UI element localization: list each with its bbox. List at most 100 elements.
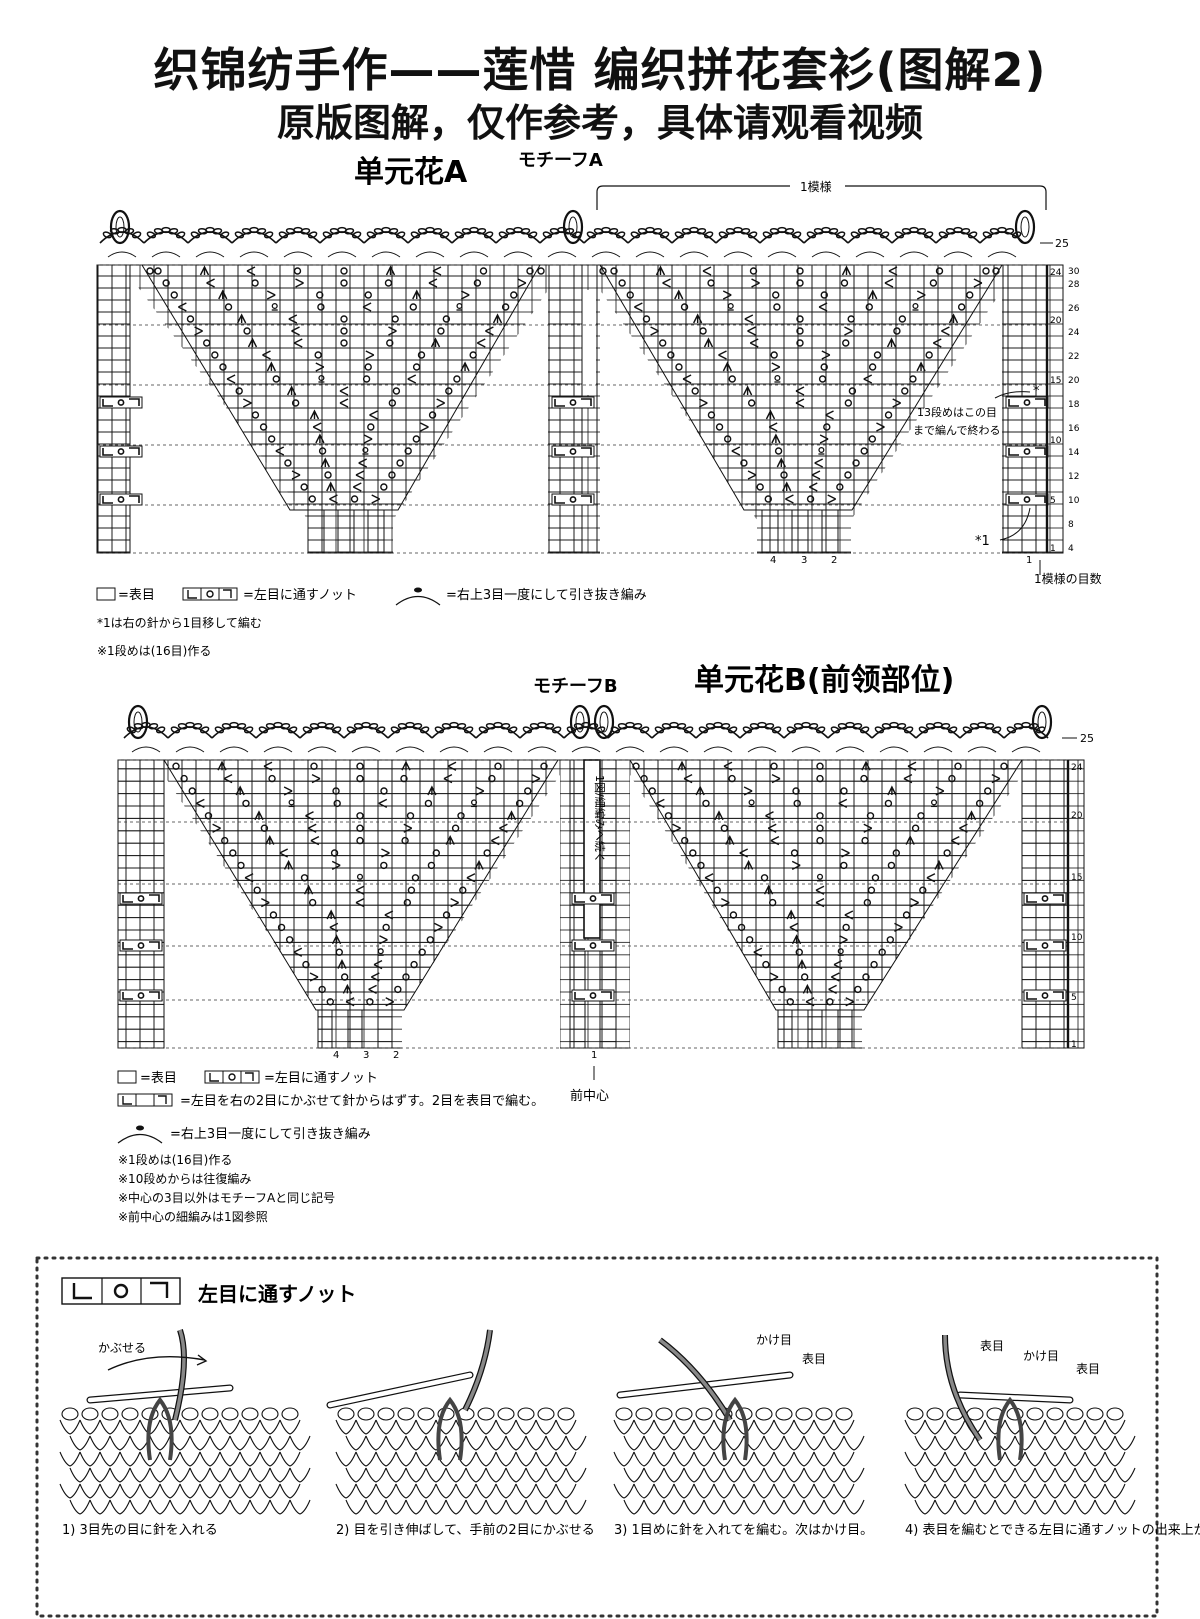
double-decrease-symbol [412,289,422,300]
label-knit-3: 表目 [802,1352,826,1366]
decrease-right-symbol [751,278,760,288]
chain-stitch [742,726,753,734]
double-decrease-symbol [677,760,687,771]
yarn-over-symbol [868,363,877,371]
decrease-right-symbol [721,897,730,908]
decrease-left-symbol [371,972,380,982]
decrease-left-symbol [368,984,377,995]
yarn-over-symbol [1000,762,1008,770]
yarn-over-symbol [267,435,276,443]
double-decrease-symbol [254,810,264,821]
chain-stitch [727,726,738,734]
yarn-over-symbol [796,279,804,287]
decrease-right-symbol [819,434,829,444]
decrease-left-symbol [795,398,805,408]
chain-stitch [771,726,782,734]
decrease-right-symbol [841,848,850,858]
decrease-right-symbol [916,290,926,300]
yarn-over-symbol [364,291,372,299]
yarn-over-symbol [760,874,769,882]
chain-stitch [190,231,201,239]
decrease-right-symbol [434,922,443,933]
yarn-over-symbol [689,849,697,857]
double-decrease-symbol [266,361,277,372]
yarn-over-symbol [324,471,332,479]
yarn-over-symbol [526,267,534,275]
chain-stitch [828,227,839,235]
yarn-over-symbol [840,279,849,287]
yarn-over-symbol [453,375,461,383]
yarn-over-symbol [437,327,445,335]
chain-stitch [608,227,619,235]
row-number: 15 [1071,873,1082,883]
yarn-over-symbol [380,483,388,491]
chain-stitch [278,231,289,239]
decrease-right-symbol [379,935,388,945]
chain-stitch [432,227,443,235]
note-row13b: まで編んで終わる [913,423,1000,437]
double-decrease-symbol [492,313,503,324]
double-decrease-symbol [218,289,228,300]
row-number: 14 [1068,448,1080,458]
row-number: 20 [1071,811,1083,821]
chain-stitch [586,231,597,239]
yarn-over-symbol [816,824,824,832]
decrease-left-symbol [490,835,500,846]
chain-stitch [674,231,685,239]
legend-a-slip: =右上3目一度にして引き抜き編み [446,587,647,603]
yarn-over-symbol [162,279,170,287]
yarn-over-symbol [356,824,364,832]
yarn-over-symbol [863,898,872,907]
decrease-left-symbol [863,374,873,384]
yarn-over-symbol [501,303,510,311]
yarn-over-symbol [792,787,800,795]
yarn-over-symbol [902,911,911,919]
decrease-right-symbol [876,422,885,432]
decrease-left-symbol [279,848,289,858]
decrease-left-symbol [307,823,317,833]
yarn-over-symbol [291,399,300,407]
chain-stitch [463,726,474,734]
decrease-left-symbol [815,897,825,908]
yarn-over-symbol [854,985,862,994]
decrease-left-symbol [196,798,205,809]
row-number: 1 [1071,1040,1077,1050]
yarn-over-symbol [816,774,824,783]
double-decrease-symbol [861,760,871,771]
legend-b-knot: =左目に通すノット [264,1071,378,1086]
yarn-over-symbol [720,824,729,832]
double-decrease-symbol [797,959,807,969]
yarn-over-symbol [400,774,408,783]
chain-stitch [287,726,298,734]
yarn-over-symbol [211,351,219,359]
legend-knit-box [96,587,116,601]
chain-stitch [872,227,883,235]
double-decrease-symbol [722,361,733,372]
double-decrease-symbol [868,289,878,300]
chain-stitch [923,231,934,239]
row-number: 10 [1071,933,1083,943]
decrease-left-symbol [466,873,476,883]
yarn-over-symbol [919,886,927,894]
chain-stitch [762,231,773,239]
decrease-left-symbol [811,470,821,480]
yarn-over-symbol [786,998,794,1006]
picot-loop [1031,704,1053,740]
yarn-over-symbol [790,849,799,857]
chain-stitch [307,231,318,239]
decrease-right-symbol [309,972,319,982]
note-a2: ※1段めは(16目)作る [97,643,211,658]
yarn-over-symbol [180,774,188,783]
double-decrease-symbol [326,909,336,920]
yarn-over-symbol [820,363,828,371]
double-decrease-symbol [703,337,714,348]
chain-stitch [1004,227,1015,235]
yarn-over-symbol [427,861,436,870]
label-knit-4b: 表目 [1076,1362,1100,1376]
decrease-left-symbol [263,761,273,771]
chart-b-row-25: 25 [1080,732,1094,745]
yarn-over-symbol [975,799,984,808]
double-decrease-symbol [916,361,926,372]
decrease-left-symbol [770,835,780,846]
